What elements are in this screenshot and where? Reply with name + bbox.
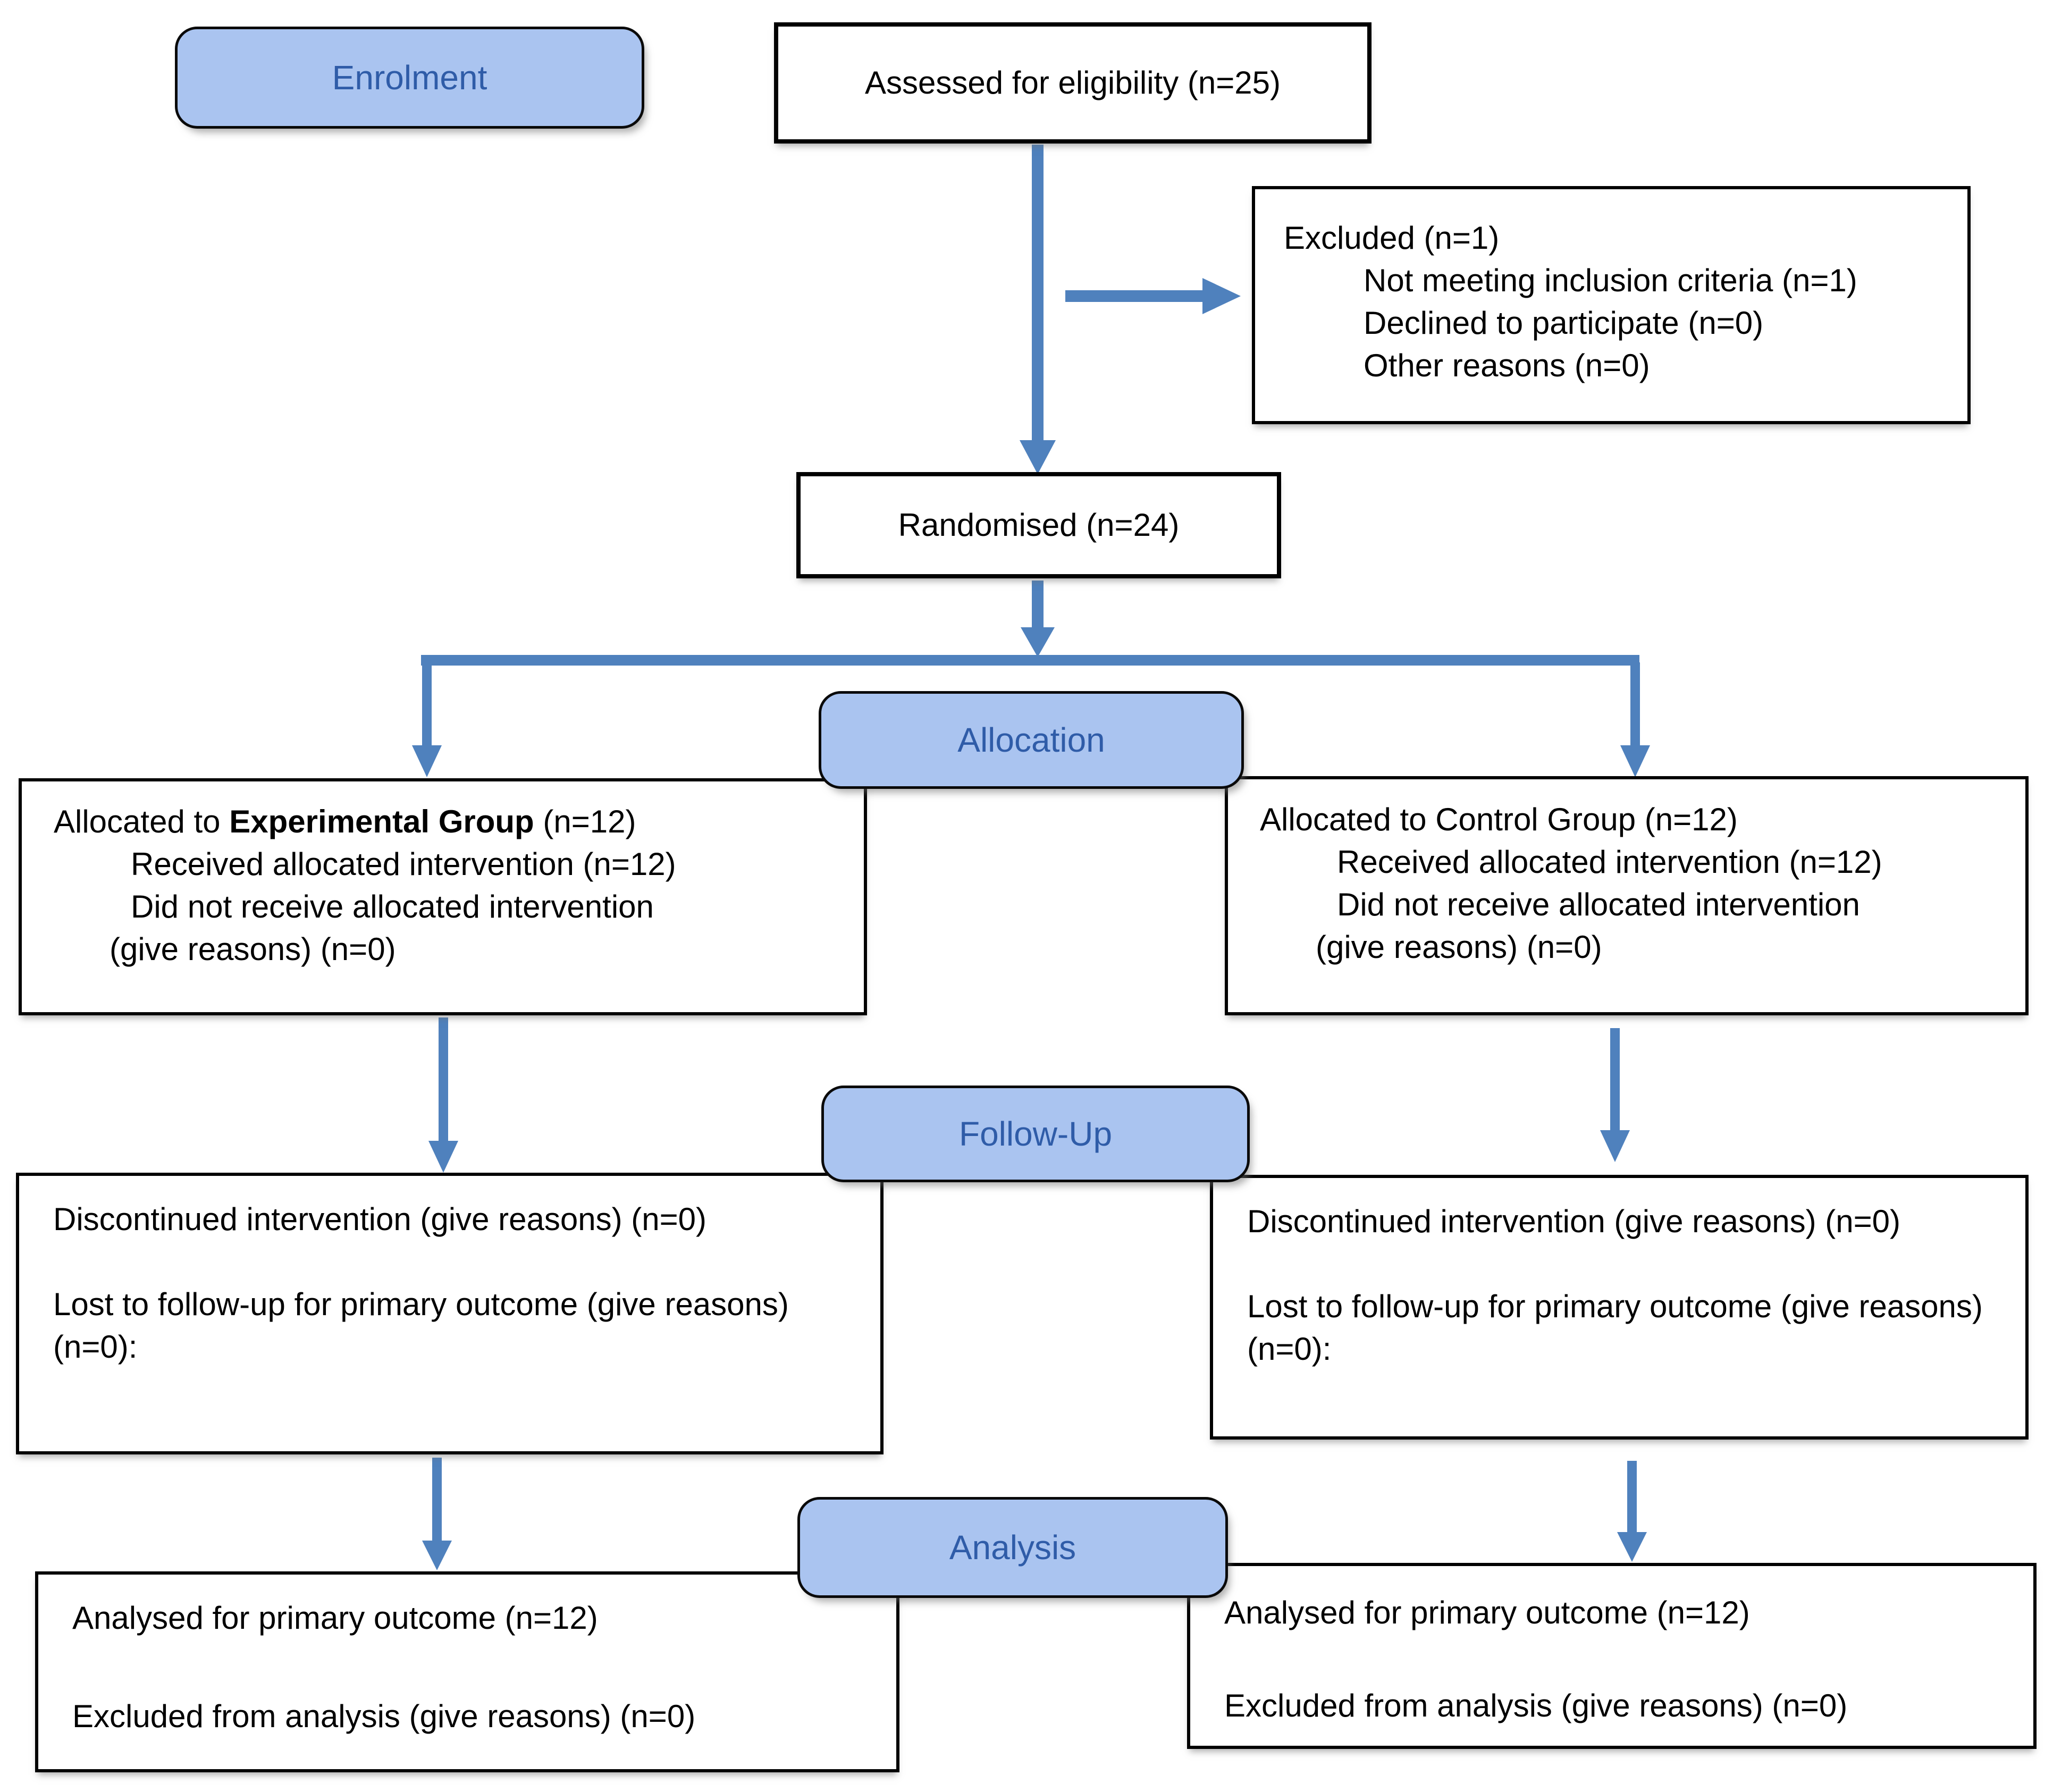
box-assessed-eligibility: Assessed for eligibility (n=25) [774, 22, 1372, 144]
intro-suffix: (n=12) [534, 804, 636, 839]
excluded-item: Declined to participate (n=0) [1364, 305, 1764, 341]
box-analysis-control: Analysed for primary outcome (n=12) Excl… [1187, 1563, 2037, 1749]
arrow-followup-to-analysis-left [422, 1458, 452, 1570]
allocated-experimental-intro: Allocated to Experimental Group (n=12) [54, 801, 853, 843]
box-followup-control: Discontinued intervention (give reasons)… [1210, 1175, 2029, 1440]
band-analysis-label: Analysis [949, 1528, 1076, 1567]
intro-prefix: Allocated to [54, 804, 230, 839]
allocation-reasons: (give reasons) (n=0) [110, 931, 396, 967]
arrow-split-to-control [1620, 662, 1650, 777]
box-analysis-experimental: Analysed for primary outcome (n=12) Excl… [35, 1571, 899, 1772]
arrow-split-to-experimental [412, 662, 442, 777]
arrow-experimental-to-followup [428, 1017, 458, 1173]
split-bar [421, 655, 1639, 666]
arrow-to-excluded [1065, 278, 1241, 314]
band-allocation: Allocation [819, 691, 1244, 789]
box-followup-experimental: Discontinued intervention (give reasons)… [16, 1173, 884, 1454]
arrow-followup-to-analysis-right [1617, 1461, 1647, 1562]
followup-discontinued: Discontinued intervention (give reasons)… [53, 1201, 706, 1237]
excluded-title: Excluded (n=1) [1284, 220, 1500, 256]
followup-lost: Lost to follow-up for primary outcome (g… [1247, 1289, 1983, 1367]
analysed-primary: Analysed for primary outcome (n=12) [72, 1600, 598, 1636]
excluded-item: Not meeting inclusion criteria (n=1) [1364, 263, 1857, 298]
arrow-randomised-to-split [1021, 580, 1055, 657]
randomised-text: Randomised (n=24) [898, 507, 1180, 543]
analysed-primary: Analysed for primary outcome (n=12) [1224, 1595, 1750, 1630]
group-name: Experimental Group [229, 804, 534, 839]
box-randomised: Randomised (n=24) [796, 472, 1281, 578]
band-followup-label: Follow-Up [958, 1115, 1113, 1153]
box-excluded: Excluded (n=1) Not meeting inclusion cri… [1252, 186, 1971, 424]
allocation-reasons: (give reasons) (n=0) [1316, 929, 1602, 965]
band-allocation-label: Allocation [957, 721, 1105, 759]
followup-lost: Lost to follow-up for primary outcome (g… [53, 1286, 789, 1365]
band-analysis: Analysis [797, 1497, 1228, 1598]
intro-prefix: Allocated to [1260, 802, 1436, 837]
group-name: Control Group [1435, 802, 1636, 837]
excluded-item: Other reasons (n=0) [1364, 348, 1650, 383]
allocation-item: Did not receive allocated intervention [1337, 887, 1860, 922]
band-enrolment: Enrolment [175, 27, 644, 129]
allocated-control-intro: Allocated to Control Group (n=12) [1260, 798, 2015, 841]
box-allocated-control: Allocated to Control Group (n=12) Receiv… [1225, 776, 2029, 1015]
box-allocated-experimental: Allocated to Experimental Group (n=12) R… [19, 778, 867, 1015]
intro-suffix: (n=12) [1636, 802, 1738, 837]
allocation-item: Received allocated intervention (n=12) [131, 846, 676, 882]
followup-discontinued: Discontinued intervention (give reasons)… [1247, 1204, 1900, 1239]
excluded-from-analysis: Excluded from analysis (give reasons) (n… [1224, 1688, 1848, 1723]
arrow-assessed-to-randomised [1020, 145, 1056, 474]
arrow-control-to-followup [1600, 1028, 1630, 1162]
band-enrolment-label: Enrolment [332, 58, 487, 97]
allocation-item: Received allocated intervention (n=12) [1337, 844, 1882, 880]
excluded-from-analysis: Excluded from analysis (give reasons) (n… [72, 1698, 696, 1734]
band-followup: Follow-Up [821, 1086, 1250, 1182]
allocation-item: Did not receive allocated intervention [131, 889, 654, 924]
assessed-eligibility-text: Assessed for eligibility (n=25) [864, 65, 1281, 100]
